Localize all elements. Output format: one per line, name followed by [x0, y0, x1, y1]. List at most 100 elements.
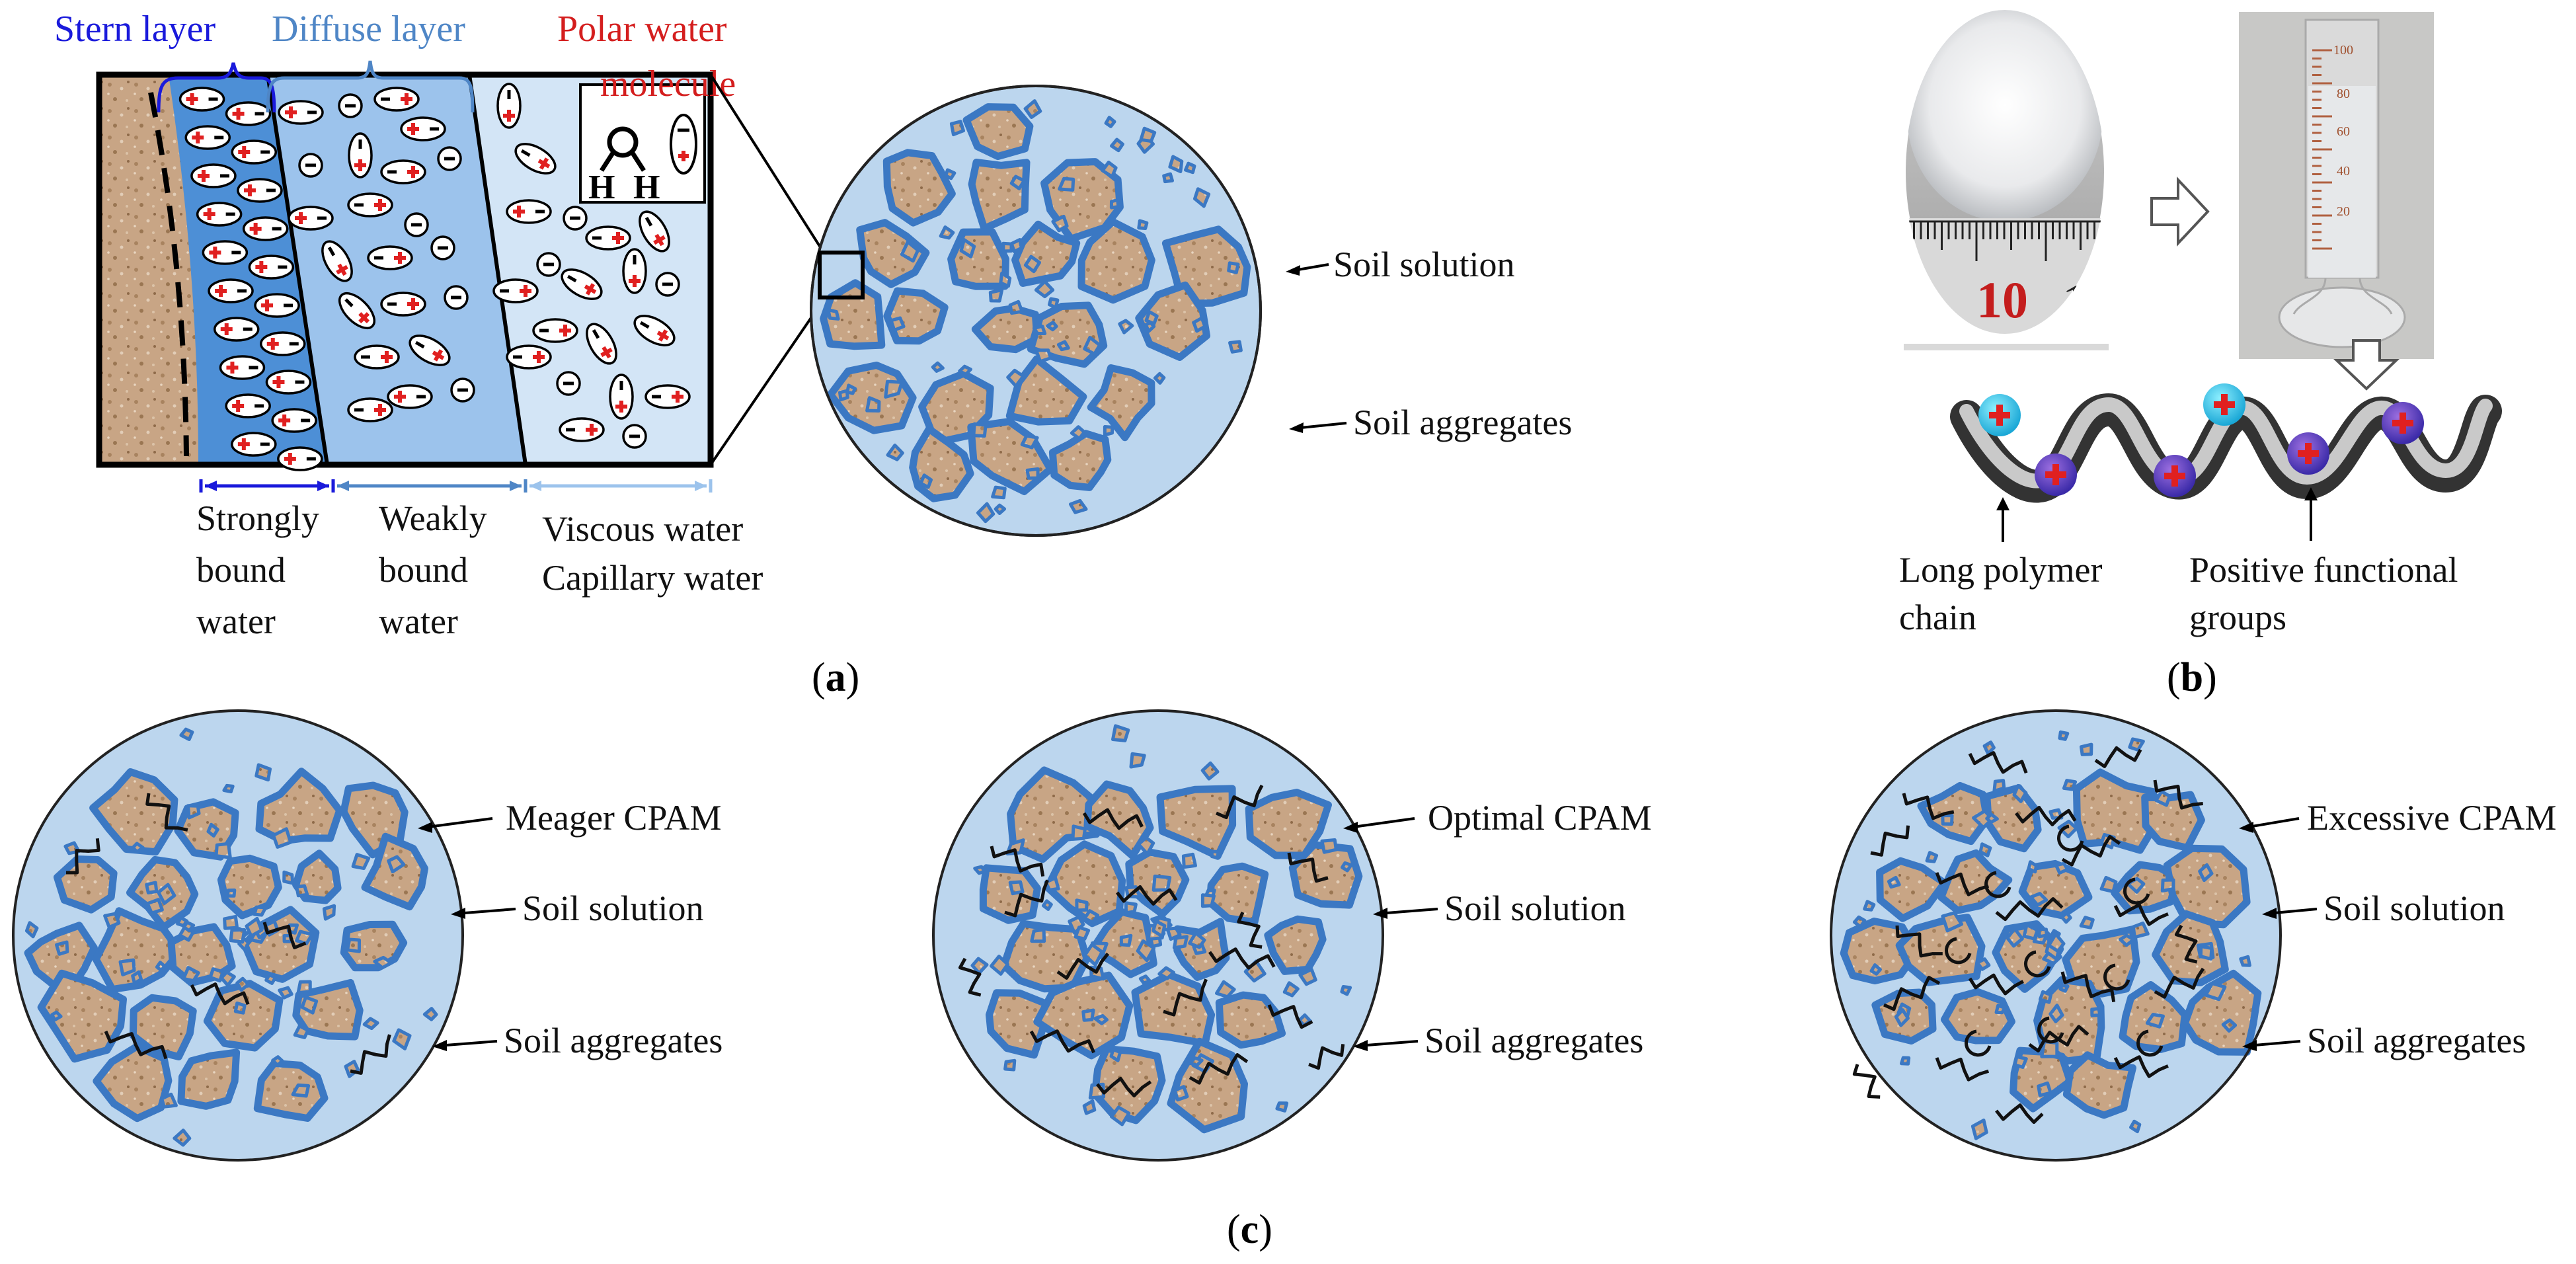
soil-fragment: [2054, 861, 2070, 875]
soil-fragment: [1184, 161, 1196, 175]
soil-aggregate: [292, 978, 364, 1041]
water-dipole-icon: [380, 159, 426, 184]
soil-fragment: [900, 240, 920, 263]
soil-aggregate: [1077, 217, 1155, 304]
soil-fragment: [1227, 261, 1240, 274]
soil-fragment: [1051, 214, 1069, 233]
water-dipole-icon: [585, 225, 631, 251]
soil-fragment: [999, 271, 1012, 288]
viscous-water: Viscous water: [542, 509, 743, 549]
soil-aggregate: [177, 1048, 241, 1110]
soil-aggregate: [217, 854, 282, 920]
soil-fragment: [970, 957, 989, 975]
soil-fragment: [976, 502, 995, 524]
water-dipole-icon: [231, 139, 277, 165]
soil-aggregate: [882, 149, 956, 227]
soil-aggregate: [1087, 364, 1155, 442]
polymer-strand: [1287, 852, 1329, 883]
diffuse-layer-label: Diffuse layer: [272, 9, 465, 50]
soil-solution-label-c3: Soil solution: [2323, 889, 2505, 928]
soil-fragment: [1900, 1056, 1911, 1066]
polymer-strand: [190, 982, 250, 1006]
soil-aggregate: [1007, 766, 1101, 863]
water-dipole-icon: [373, 87, 420, 112]
polymer-strand: [104, 1031, 168, 1060]
cyl-mark-40: 40: [2337, 164, 2350, 178]
water-dipole-icon: [248, 255, 295, 280]
soil-aggregate: [340, 920, 408, 972]
soil-fragment: [2198, 863, 2214, 883]
polymer-curl: [2123, 877, 2150, 905]
soil-fragment: [1941, 911, 1964, 933]
water-dipole-icon: [400, 116, 446, 141]
arrow-head-solution-c1: [451, 908, 465, 919]
soil-fragment: [1228, 340, 1243, 354]
soil-aggregate: [1135, 281, 1210, 361]
soil-fragment: [1082, 1099, 1097, 1115]
soil-fragment: [1210, 849, 1220, 859]
soil-fragment: [131, 970, 143, 985]
soil-fragment: [272, 827, 293, 849]
soil-fragment: [990, 955, 1009, 976]
soil-fragment: [1275, 1101, 1289, 1113]
soil-aggregate: [255, 768, 344, 845]
anion-icon: [622, 424, 647, 449]
soil-aggregate: [979, 864, 1041, 924]
ions-group: [178, 83, 691, 471]
soil-fragment: [296, 980, 312, 995]
soil-fragment: [2012, 783, 2028, 803]
soil-fragment: [1188, 1056, 1204, 1067]
zoom-line-bottom: [709, 296, 826, 466]
arrow-head-aggregates-a: [1289, 422, 1304, 433]
anion-icon: [450, 377, 475, 403]
polymer-strand: [1029, 1029, 1095, 1054]
soil-fragment: [300, 996, 319, 1015]
soil-aggregate: [947, 228, 1009, 290]
soil-fragment: [145, 881, 159, 894]
polymer-strand: [2015, 806, 2077, 826]
soil-fragment: [944, 168, 956, 180]
soil-fragment: [865, 396, 881, 413]
soil-fragment: [2057, 819, 2078, 839]
soil-fragment: [362, 1017, 379, 1031]
arrow-down-outline: [2333, 339, 2400, 391]
soil-fragment: [1172, 935, 1189, 950]
long-chain-label-1: Long polymer: [1899, 550, 2102, 590]
polymer-strand: [1208, 947, 1276, 970]
soil-fragment: [182, 920, 196, 933]
polymer-strand: [2154, 967, 2205, 999]
panel-c-label: (c): [1227, 1207, 1272, 1252]
soil-aggregate: [1005, 355, 1087, 426]
polymer-strand: [1968, 973, 2024, 996]
soil-fragment: [2037, 1081, 2052, 1097]
water-dipole-icon: [532, 318, 578, 343]
oxygen-atom: [607, 126, 639, 158]
soil-fragment: [991, 485, 1007, 500]
soil-fragment: [422, 1007, 438, 1021]
soil-fragment: [1136, 939, 1155, 963]
soil-fragment: [2154, 789, 2171, 807]
strongly-bound-1: Strongly: [196, 498, 319, 538]
soil-aggregates-label-c2: Soil aggregates: [1425, 1021, 1643, 1060]
water-dipole-icon: [506, 199, 552, 224]
soil-aggregate: [1876, 857, 1949, 922]
soil-fragment: [2006, 927, 2024, 948]
soil-fragment: [1925, 851, 1939, 863]
soil-fragment: [1058, 177, 1075, 192]
bond-left: [600, 151, 615, 172]
soil-fragment: [2022, 923, 2039, 941]
polymer-curl: [2136, 1029, 2164, 1057]
soil-fragment: [322, 904, 336, 921]
soil-aggregate: [1206, 862, 1269, 926]
water-dipole-icon: [271, 408, 317, 433]
soil-fragment: [1992, 779, 2006, 793]
polymer-strand: [2174, 924, 2198, 964]
panel-a-label: (a): [812, 655, 859, 700]
polymer-strand: [350, 1034, 391, 1075]
stern-layer-label: Stern layer: [54, 9, 215, 50]
soil-fragment: [55, 940, 69, 956]
soil-fragment: [295, 884, 309, 898]
soil-aggregate: [1941, 988, 2015, 1045]
soil-fragment: [208, 967, 225, 983]
soil-fragment: [988, 288, 1004, 303]
